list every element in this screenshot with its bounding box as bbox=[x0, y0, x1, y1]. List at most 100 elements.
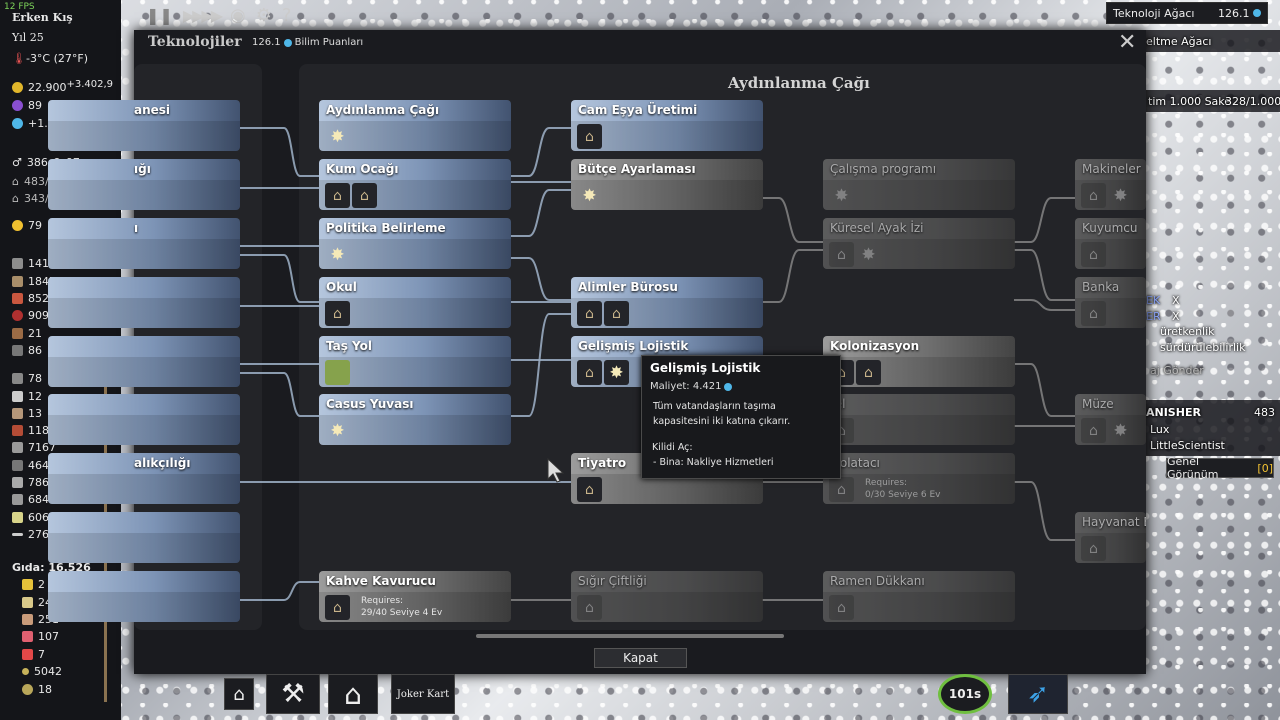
goods-row[interactable]: 12 bbox=[12, 390, 42, 403]
material-row[interactable]: 909 bbox=[12, 309, 49, 322]
star-icon: ✸ bbox=[834, 185, 849, 206]
tech-kuresel-ayak-izi[interactable]: Küresel Ayak İzi⌂✸ bbox=[823, 218, 1015, 269]
material-row[interactable]: 21 bbox=[12, 327, 42, 340]
building-icon: ⌂ bbox=[829, 477, 854, 502]
home-small-button[interactable]: ⌂ bbox=[224, 678, 254, 710]
eye-icon[interactable]: ◉ bbox=[230, 4, 246, 26]
help-icon[interactable]: ? bbox=[281, 4, 292, 26]
close-button[interactable]: Kapat bbox=[594, 648, 687, 668]
influence-stat[interactable]: 89 bbox=[12, 99, 42, 112]
quest-text: tim 1.000 Sake bbox=[1148, 95, 1232, 108]
tooltip-description: Tüm vatandaşların taşıma kapasitesini ik… bbox=[653, 401, 791, 427]
horizontal-scrollbar[interactable] bbox=[476, 634, 784, 638]
ham-icon bbox=[22, 649, 33, 660]
goods-row[interactable]: 13 bbox=[12, 407, 42, 420]
tech-tas-yol[interactable]: Taş Yol bbox=[319, 336, 511, 387]
house-icon: ⌂ bbox=[344, 677, 362, 711]
star-icon: ✸ bbox=[1113, 420, 1128, 441]
coal-icon bbox=[12, 460, 23, 471]
material-row[interactable]: 86 bbox=[12, 344, 42, 357]
tech-node-partial[interactable]: alıkçılığı bbox=[48, 453, 240, 504]
building-icon: ⌂ bbox=[12, 192, 19, 205]
food-row[interactable]: 7 bbox=[22, 648, 45, 661]
iron-icon bbox=[12, 345, 23, 356]
send-message-link[interactable]: aj Gönder bbox=[1150, 364, 1204, 377]
goods-row[interactable]: 464 bbox=[12, 459, 49, 472]
timer-badge: 101s bbox=[938, 674, 992, 714]
tech-hayvanat-bahcesi[interactable]: Hayvanat B⌂ bbox=[1075, 512, 1146, 563]
pause-icon[interactable]: ❚❚ bbox=[146, 5, 173, 25]
marble-icon bbox=[12, 391, 23, 402]
tech-kolonizasyon[interactable]: Kolonizasyon⌂⌂ bbox=[823, 336, 1015, 387]
tech-banka[interactable]: Banka⌂ bbox=[1075, 277, 1146, 328]
tech-politika-belirleme[interactable]: Politika Belirleme✸ bbox=[319, 218, 511, 269]
fast-forward-icon[interactable]: ▶▶▶▶ bbox=[182, 5, 223, 25]
goods-row[interactable]: 78 bbox=[12, 372, 42, 385]
happiness-stat[interactable]: 79 bbox=[12, 219, 42, 232]
building-icon: ⌂ bbox=[577, 595, 602, 620]
chat-text: üretkenlik bbox=[1160, 325, 1215, 338]
glass-icon bbox=[12, 477, 23, 488]
gravel-icon bbox=[12, 442, 23, 453]
overview-button[interactable]: Genel Görünüm[0] bbox=[1166, 455, 1274, 481]
goods-row[interactable]: 606 bbox=[12, 511, 49, 524]
tech-calisma-programi[interactable]: Çalışma programı✸ bbox=[823, 159, 1015, 210]
tech-tree-button[interactable]: Teknoloji Ağacı 126.1 bbox=[1106, 2, 1268, 24]
player-tag: ER bbox=[1146, 310, 1161, 323]
tech-node-partial[interactable]: ı bbox=[48, 218, 240, 269]
house-icon: ⌂ bbox=[233, 683, 245, 705]
bread-icon bbox=[22, 597, 33, 608]
tech-node-partial[interactable] bbox=[48, 571, 240, 622]
building-icon: ⌂ bbox=[325, 183, 350, 208]
tech-sigir-ciftligi[interactable]: Sığır Çiftliği⌂ bbox=[571, 571, 763, 622]
housing-button[interactable]: ⌂ bbox=[328, 674, 378, 714]
tech-node-partial[interactable] bbox=[48, 277, 240, 328]
tech-casus-yuvasi[interactable]: Casus Yuvası✸ bbox=[319, 394, 511, 445]
tech-kum-ocagi[interactable]: Kum Ocağı⌂⌂ bbox=[319, 159, 511, 210]
food-row[interactable]: 107 bbox=[22, 630, 59, 643]
close-tag-icon[interactable]: X bbox=[1172, 310, 1180, 323]
gold-stat[interactable]: 22.900+3.402,9 bbox=[12, 79, 113, 94]
tech-otel[interactable]: tel⌂ bbox=[823, 394, 1015, 445]
player-name: ANISHER bbox=[1146, 406, 1201, 419]
gear-icon[interactable]: ⚙ bbox=[255, 4, 272, 26]
tech-cam-esya-uretimi[interactable]: Cam Eşya Üretimi⌂ bbox=[571, 100, 763, 151]
tooltip-unlock-item: - Bina: Nakliye Hizmetleri bbox=[653, 457, 774, 468]
tech-ramen-dukkani[interactable]: Ramen Dükkanı⌂ bbox=[823, 571, 1015, 622]
tech-makineler[interactable]: Makineler⌂✸ bbox=[1075, 159, 1146, 210]
tech-aydinlanma-cagi[interactable]: Aydınlanma Çağı✸ bbox=[319, 100, 511, 151]
tech-node-partial[interactable] bbox=[48, 512, 240, 563]
goods-row[interactable]: 276 bbox=[12, 528, 49, 541]
building-icon: ⌂ bbox=[1081, 418, 1106, 443]
building-icon: ⌂ bbox=[577, 301, 602, 326]
food-row[interactable]: 5042 bbox=[22, 665, 62, 678]
build-tools-button[interactable]: ⚒ bbox=[266, 674, 320, 714]
tech-okul[interactable]: Okul⌂ bbox=[319, 277, 511, 328]
tech-alimler-burosu[interactable]: Alimler Bürosu⌂⌂ bbox=[571, 277, 763, 328]
tech-node-partial[interactable]: ığı bbox=[48, 159, 240, 210]
goods-row[interactable]: 118 bbox=[12, 424, 49, 437]
sprint-button[interactable]: ➶ bbox=[1008, 674, 1068, 714]
food-row[interactable]: 2 bbox=[22, 578, 45, 591]
tech-cikolataci[interactable]: ikolatacı⌂Requires:0/30 Seviye 6 Ev bbox=[823, 453, 1015, 504]
tech-butce-ayarlamasi[interactable]: Bütçe Ayarlaması✸ bbox=[571, 159, 763, 210]
house-icon: ⌂ bbox=[12, 175, 19, 188]
player-name: Lux bbox=[1150, 423, 1170, 436]
tech-kahve-kavurucu[interactable]: Kahve Kavurucu⌂Requires:29/40 Seviye 4 E… bbox=[319, 571, 511, 622]
tech-node-partial[interactable]: anesi bbox=[48, 100, 240, 151]
tech-node-partial[interactable] bbox=[48, 394, 240, 445]
paper-icon bbox=[12, 512, 23, 523]
star-icon: ✸ bbox=[330, 126, 345, 147]
joker-card-button[interactable]: Joker Kart bbox=[391, 674, 455, 714]
tech-node-partial[interactable] bbox=[48, 336, 240, 387]
tech-muze[interactable]: Müze⌂✸ bbox=[1075, 394, 1146, 445]
food-row[interactable]: 18 bbox=[22, 683, 52, 696]
tech-kuyumcu[interactable]: Kuyumcu⌂ bbox=[1075, 218, 1146, 269]
close-icon[interactable]: ✕ bbox=[1118, 30, 1137, 55]
star-icon: ✸ bbox=[582, 185, 597, 206]
crate-icon bbox=[12, 328, 23, 339]
nail-icon bbox=[12, 533, 23, 536]
close-tag-icon[interactable]: X bbox=[1172, 294, 1180, 307]
goods-row[interactable]: 786 bbox=[12, 476, 49, 489]
quest-progress: 328/1.000 bbox=[1225, 95, 1280, 108]
